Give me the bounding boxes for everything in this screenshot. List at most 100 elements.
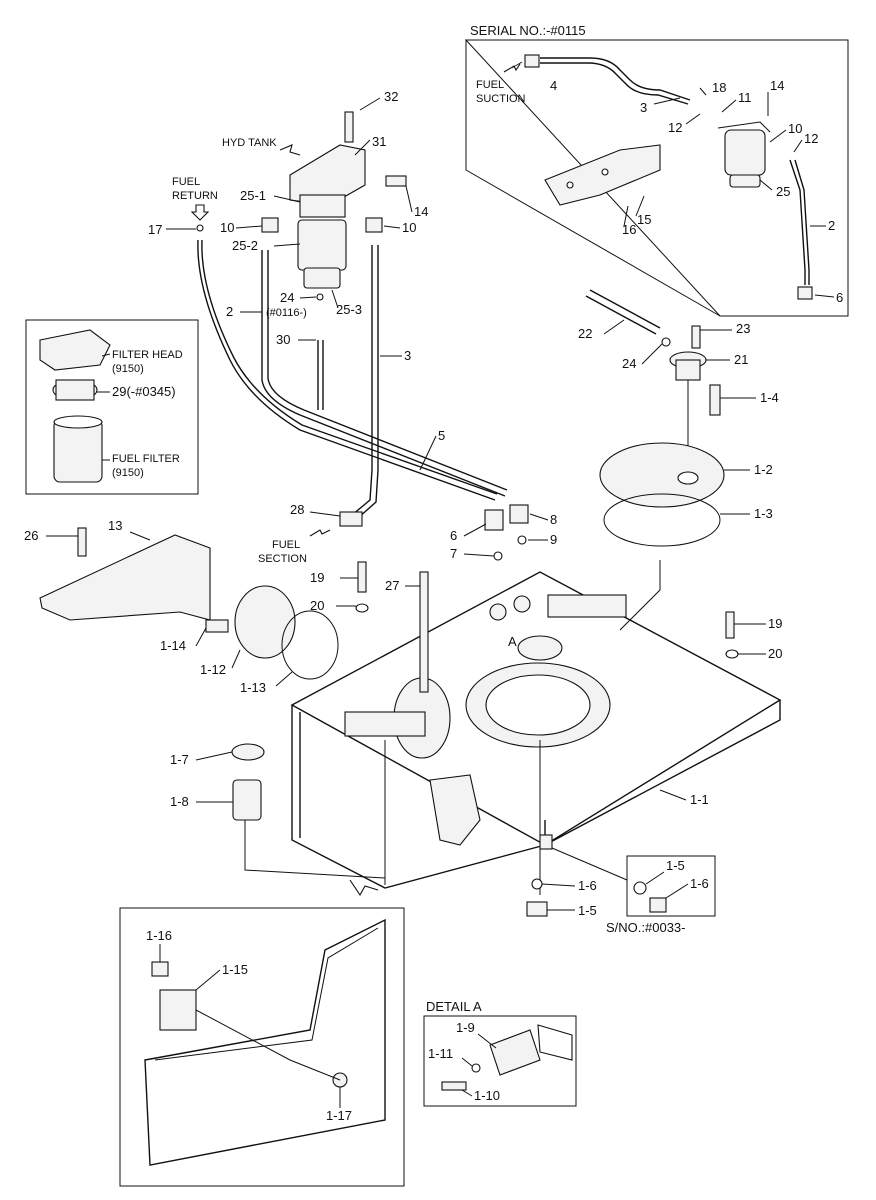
label-1-2: 1-2 xyxy=(754,462,773,477)
fuel-tank-1-1: A xyxy=(244,560,782,897)
label-6: 6 xyxy=(450,528,457,543)
label-19b: 19 xyxy=(768,616,782,631)
fuel-filter-code: (9150) xyxy=(112,467,144,479)
drain-boss xyxy=(539,834,553,850)
serial-inset-title: SERIAL NO.:-#0115 xyxy=(470,23,586,38)
hyd-tank-caption: HYD TANK xyxy=(222,137,277,149)
label-8: 8 xyxy=(550,512,557,527)
fuel-filter-label: FUEL FILTER xyxy=(112,453,180,465)
label-1-12: 1-12 xyxy=(200,662,226,677)
bowl-25-3 xyxy=(303,267,341,289)
label-inset-6: 6 xyxy=(836,290,843,305)
fuel-return-caption-2: RETURN xyxy=(172,190,218,202)
plate-1-15 xyxy=(159,989,197,1031)
label-d-1-16: 1-16 xyxy=(146,928,172,943)
bolt-26 xyxy=(77,527,87,557)
bolt-1-10 xyxy=(441,1081,467,1091)
label-1-4: 1-4 xyxy=(760,390,779,405)
label-1-7: 1-7 xyxy=(170,752,189,767)
part-24-note: (#0116-) xyxy=(266,307,307,319)
filter-head-code: (9150) xyxy=(112,363,144,375)
label-1-6a: 1-6 xyxy=(578,878,597,893)
label-20b: 20 xyxy=(768,646,782,661)
gasket-1-3 xyxy=(603,493,721,547)
label-14: 14 xyxy=(414,204,428,219)
mount-block-left xyxy=(344,711,426,737)
label-inset-12b: 12 xyxy=(804,131,818,146)
screw-23 xyxy=(691,325,701,349)
strainer-1-8 xyxy=(232,779,262,821)
bolt-32 xyxy=(344,111,354,143)
bolt-14 xyxy=(385,175,407,187)
label-a-1-10: 1-10 xyxy=(474,1088,500,1103)
bolt-1-14 xyxy=(205,619,229,633)
inset-filter xyxy=(724,129,766,176)
label-22: 22 xyxy=(578,326,592,341)
label-5: 5 xyxy=(438,428,445,443)
oring-17 xyxy=(196,224,204,232)
filter-assembly: HYD TANK FUEL RETURN FUEL SECTION (#0116… xyxy=(148,89,557,565)
filter-head-part xyxy=(39,329,111,371)
lower-detail: 1-16 1-15 1-17 xyxy=(119,907,405,1187)
left-parts: 26 13 19 27 20 1-14 1-12 1-13 1-7 1-8 19… xyxy=(24,518,782,918)
inset-bracket xyxy=(544,144,661,206)
label-1-13: 1-13 xyxy=(240,680,266,695)
oring-24 xyxy=(316,293,324,301)
fuel-section-caption-2: SECTION xyxy=(258,553,307,565)
cover-plate-1-2 xyxy=(599,442,725,508)
filter-25-2 xyxy=(297,219,347,271)
detail-arrow-icon xyxy=(349,879,379,897)
label-25-3: 25-3 xyxy=(336,302,362,317)
plug-1-5 xyxy=(526,901,548,917)
bolt-27 xyxy=(419,571,429,693)
sno-plug-1-6 xyxy=(649,897,667,913)
label-1-8: 1-8 xyxy=(170,794,189,809)
label-32: 32 xyxy=(384,89,398,104)
label-9: 9 xyxy=(550,532,557,547)
label-inset-2: 2 xyxy=(828,218,835,233)
label-24b: 24 xyxy=(622,356,636,371)
fuel-filter-cartridge xyxy=(53,419,103,483)
elbow-10-left xyxy=(261,217,279,233)
fuel-section-arrow-icon xyxy=(309,529,331,537)
label-d-1-17: 1-17 xyxy=(326,1108,352,1123)
fitting-6 xyxy=(484,509,504,531)
label-13: 13 xyxy=(108,518,122,533)
label-inset-4: 4 xyxy=(550,78,557,93)
bracket-13 xyxy=(39,534,211,621)
block-1-9 xyxy=(489,1029,541,1076)
gasket-1-13 xyxy=(281,610,339,680)
label-2: 2 xyxy=(226,304,233,319)
label-inset-3: 3 xyxy=(640,100,647,115)
label-25-1: 25-1 xyxy=(240,188,266,203)
bolt-1-16 xyxy=(151,961,169,977)
boss-9 xyxy=(513,595,531,613)
filter-head-label: FILTER HEAD xyxy=(112,349,183,361)
serial-inset: SERIAL NO.:-#0115 FUEL SUCTION 4 3 18 12… xyxy=(464,23,849,317)
label-19a: 19 xyxy=(310,570,324,585)
bolt-19b xyxy=(725,611,735,639)
label-inset-16: 16 xyxy=(622,222,636,237)
filler-neck xyxy=(429,774,481,846)
label-inset-18: 18 xyxy=(712,80,726,95)
washer-7 xyxy=(493,551,503,561)
bolt-1-4 xyxy=(709,384,721,416)
mount-block-right xyxy=(547,594,627,618)
fuel-return-arrow-icon xyxy=(190,204,210,221)
fuel-section-caption-1: FUEL xyxy=(272,539,300,551)
label-1-3: 1-3 xyxy=(754,506,773,521)
label-1-6b: 1-6 xyxy=(690,876,709,891)
oring-24b xyxy=(661,337,671,347)
cap-1-7 xyxy=(231,743,265,761)
sno-note: S/NO.:#0033- xyxy=(606,920,686,935)
label-31: 31 xyxy=(372,134,386,149)
sno-inset: 1-5 1-6 S/NO.:#0033- xyxy=(551,847,716,935)
detail-a-title: DETAIL A xyxy=(426,999,482,1014)
washer-20b xyxy=(725,649,739,659)
inset-fitting-4 xyxy=(524,54,540,68)
label-inset-15: 15 xyxy=(637,212,651,227)
label-24a: 24 xyxy=(280,290,294,305)
label-inset-14: 14 xyxy=(770,78,784,93)
sno-oring-1-5 xyxy=(633,881,647,895)
